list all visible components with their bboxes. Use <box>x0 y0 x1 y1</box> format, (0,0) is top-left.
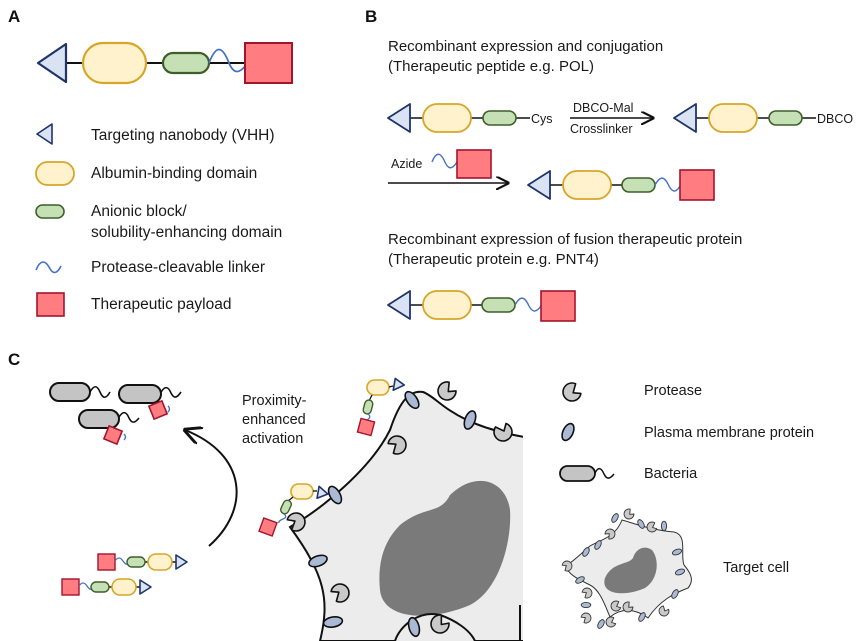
panel-c-legend: Protease Plasma membrane protein Bacteri… <box>559 380 814 630</box>
legend-target-cell-icon <box>561 507 692 630</box>
section2-title: Recombinant expression of fusion therape… <box>388 231 742 248</box>
legend-bacteria-icon <box>559 465 615 482</box>
legend-payload-text: Therapeutic payload <box>91 296 231 313</box>
azide-label: Azide <box>391 157 422 171</box>
legend-nanobody-icon <box>36 123 53 145</box>
section1-subtitle: (Therapeutic peptide e.g. POL) <box>388 58 594 75</box>
reaction-arrow-2: Azide <box>388 149 508 183</box>
nanobody-triangle-icon <box>36 42 68 84</box>
cell-nucleus <box>379 480 511 616</box>
panel-a-legend: Targeting nanobody (VHH) Albumin-binding… <box>35 123 282 317</box>
construct-conjugate <box>527 169 715 201</box>
cys-label: Cys <box>531 112 553 126</box>
legend-nanobody-text: Targeting nanobody (VHH) <box>91 127 275 144</box>
legend-protease-icon <box>560 380 583 404</box>
panel-c-label: C <box>8 350 20 369</box>
anionic-block-icon <box>161 51 211 75</box>
bacterium <box>49 382 111 402</box>
activation-text-1: Proximity- <box>242 393 307 409</box>
section1-title: Recombinant expression and conjugation <box>388 38 663 55</box>
legend-albumin-text: Albumin-binding domain <box>91 165 257 182</box>
panel-b-label: B <box>365 7 377 26</box>
protease <box>285 511 307 533</box>
legend-payload-icon <box>36 292 65 317</box>
reagent-bottom-label: Crosslinker <box>570 122 633 136</box>
legend-anionic-text-1: Anionic block/ <box>91 203 187 220</box>
legend-albumin-icon <box>35 161 75 186</box>
free-construct <box>61 578 152 596</box>
linker-wave-icon <box>208 48 247 73</box>
reagent-top-label: DBCO-Mal <box>573 101 633 115</box>
protease <box>434 378 459 404</box>
section2-subtitle: (Therapeutic protein e.g. PNT4) <box>388 251 599 268</box>
target-cell-large <box>258 377 523 641</box>
legend-target-cell-text: Target cell <box>723 560 789 576</box>
bacteria-cluster <box>49 382 182 446</box>
bound-construct <box>258 483 329 537</box>
legend-membrane-protein-icon <box>561 422 575 442</box>
legend-anionic-icon <box>35 204 65 219</box>
activation-text-2: enhanced <box>242 412 306 428</box>
payload-square-icon <box>244 42 293 84</box>
construct-dbco: DBCO <box>673 103 853 133</box>
bacterium <box>78 409 140 446</box>
panel-a-construct <box>36 41 293 85</box>
activation-arrow <box>185 430 238 547</box>
reaction-arrow-1: DBCO-Mal Crosslinker <box>570 101 653 136</box>
legend-linker-text: Protease-cleavable linker <box>91 259 265 276</box>
legend-anionic-text-2: solubility-enhancing domain <box>91 224 282 241</box>
bound-construct <box>356 377 406 437</box>
bacterium <box>118 384 182 421</box>
legend-membrane-protein-text: Plasma membrane protein <box>644 425 814 441</box>
protease <box>493 422 513 442</box>
construct-fusion <box>387 290 576 322</box>
panel-a-label: A <box>8 7 20 26</box>
legend-protease-text: Protease <box>644 383 702 399</box>
albumin-domain-icon <box>81 41 148 85</box>
legend-bacteria-text: Bacteria <box>644 466 698 482</box>
free-construct <box>97 553 188 571</box>
activation-text-3: activation <box>242 431 303 447</box>
legend-linker-icon <box>35 261 62 274</box>
dbco-label: DBCO <box>817 112 853 126</box>
construct-cys: Cys <box>387 103 553 133</box>
